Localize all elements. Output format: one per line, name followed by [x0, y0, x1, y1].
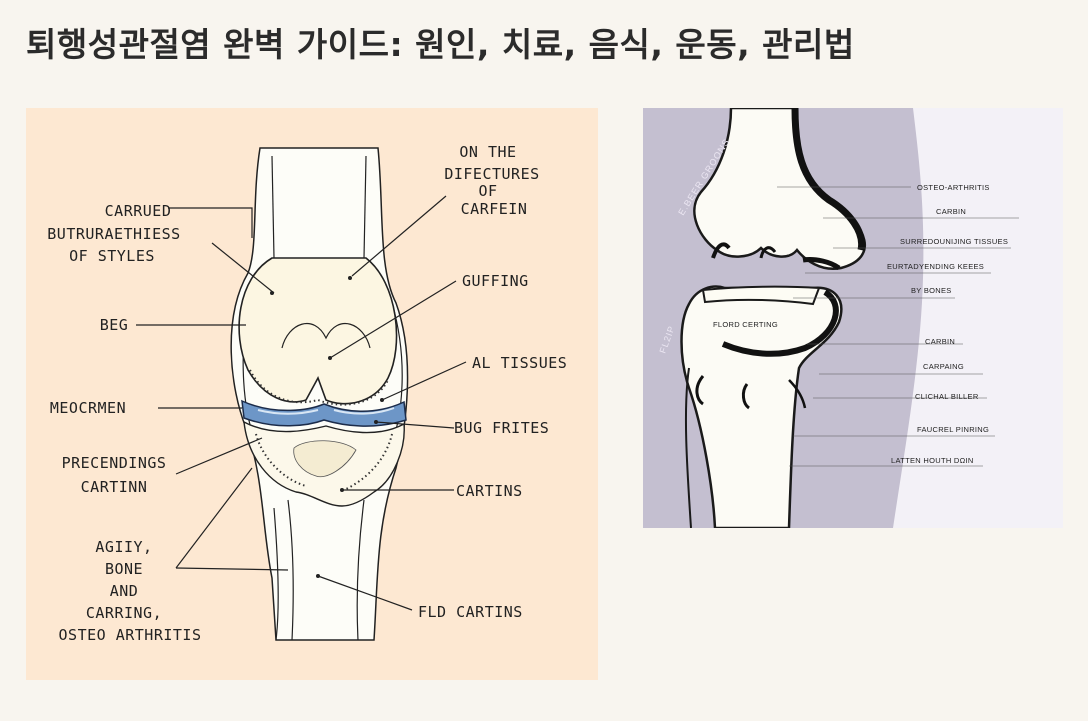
label-carpaing: CARPAING — [923, 362, 964, 371]
label-on-the-3: OF — [478, 182, 497, 200]
label-carbin-2: CARBIN — [925, 337, 955, 346]
label-cartins: CARTINS — [456, 482, 523, 500]
label-precendings-2: CARTINN — [81, 478, 148, 496]
label-on-the-4: CARFEIN — [461, 200, 528, 218]
ghost-label-2: FL2IP — [657, 324, 676, 355]
label-by-bones: BY BONES — [911, 286, 952, 295]
label-fld-cartins: FLD CARTINS — [418, 603, 523, 621]
label-carrued-3: OF STYLES — [69, 247, 155, 265]
label-surredouning: SURREDOUNIJING TISSUES — [900, 237, 1008, 246]
label-on-the-1: ON THE — [459, 143, 516, 161]
label-eurtadyending: EURTADYENDING KEEES — [887, 262, 984, 271]
label-precendings-1: PRECENDINGS — [62, 454, 167, 472]
label-carrued-2: BUTRURAETHIESS — [47, 225, 180, 243]
label-agiiy-1: AGIIY, — [95, 538, 152, 556]
label-clichal-biller: CLICHAL BILLER — [915, 392, 979, 401]
label-beg: BEG — [100, 316, 129, 334]
background-band — [893, 108, 1063, 528]
knee-illustration-panel: CARRUED BUTRURAETHIESS OF STYLES BEG MEO… — [26, 108, 598, 680]
label-agiiy-5: OSTEO ARTHRITIS — [59, 626, 202, 644]
label-guffing: GUFFING — [462, 272, 529, 290]
label-latten-houth: LATTEN HOUTH DΩIN — [891, 456, 974, 465]
label-bug-frites: BUG FRITES — [454, 419, 549, 437]
label-agiiy-4: CARRING, — [86, 604, 162, 622]
label-agiiy-3: AND — [110, 582, 139, 600]
label-flord-certing: FLORD CERTING — [713, 320, 778, 329]
label-agiiy-2: BONE — [105, 560, 143, 578]
label-al-tissues: AL TISSUES — [472, 354, 567, 372]
label-osteo-arthritis: OSTEO-ARTHRITIS — [917, 183, 990, 192]
label-on-the-2: DIFECTURES — [444, 165, 539, 183]
knee-bones-illustration: E.BEER GROONS FL2IP OSTEO-ARTHRITIS CARB… — [643, 108, 1063, 528]
knee-illustration: CARRUED BUTRURAETHIESS OF STYLES BEG MEO… — [26, 108, 598, 680]
label-carrued-1: CARRUED — [105, 202, 172, 220]
knee-bones-panel: E.BEER GROONS FL2IP OSTEO-ARTHRITIS CARB… — [643, 108, 1063, 528]
label-carbin-1: CARBIN — [936, 207, 966, 216]
page-title: 퇴행성관절염 완벽 가이드: 원인, 치료, 음식, 운동, 관리법 — [26, 18, 855, 66]
knee-outline — [231, 148, 407, 640]
label-faucrel-pinring: FAUCREL PINRING — [917, 425, 989, 434]
label-meocrmen: MEOCRMEN — [50, 399, 126, 417]
